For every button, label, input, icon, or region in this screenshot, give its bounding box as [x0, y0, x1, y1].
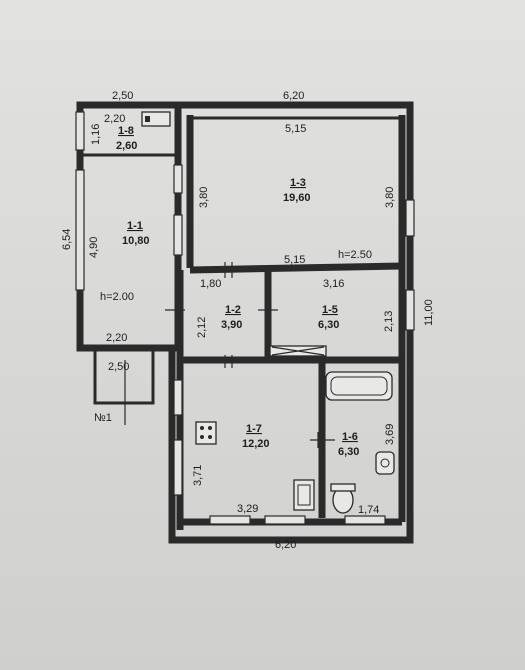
door-room15	[258, 300, 278, 320]
dim-top-left-width: 2,50	[112, 90, 133, 102]
window-room13-right	[405, 199, 415, 237]
window-room16-bottom	[344, 515, 386, 525]
porch	[93, 346, 155, 405]
dim-room12-height: 2,12	[196, 317, 208, 338]
room-1-1-area: 10,80	[122, 235, 150, 247]
dim-room17-height: 3,71	[192, 465, 204, 486]
dim-porch-width: 2,50	[108, 361, 129, 373]
room-1-1-id: 1-1	[127, 220, 143, 232]
sink-icon	[293, 479, 315, 511]
room-1-2-area: 3,90	[221, 319, 242, 331]
room-1-6-id: 1-6	[342, 431, 358, 443]
dim-room15-height: 2,13	[383, 311, 395, 332]
dim-room13-height-right: 3,80	[384, 187, 396, 208]
dim-room11-width-bottom: 2,20	[106, 332, 127, 344]
dim-room16-width-bottom: 1,74	[358, 504, 379, 516]
dim-overall-right-height: 11,00	[423, 299, 435, 326]
room-1-7-id: 1-7	[246, 423, 262, 435]
dim-room13-width-bottom: 5,15	[284, 254, 305, 266]
window-room18	[75, 111, 85, 151]
window-room17-bottom-2	[264, 515, 306, 525]
window-left-2	[173, 214, 183, 256]
room-1-3-id: 1-3	[290, 177, 306, 189]
main-outer-walls	[168, 101, 414, 544]
dim-room17-width-bottom: 3,29	[237, 503, 258, 515]
window-room15-right	[405, 289, 415, 331]
window-room17-left	[173, 379, 183, 416]
room-1-5-id: 1-5	[322, 304, 338, 316]
boiler-icon	[141, 111, 171, 127]
room-1-7-area: 12,20	[242, 438, 270, 450]
door-room17	[224, 355, 233, 368]
washbasin-icon	[375, 451, 395, 475]
windows	[75, 111, 415, 525]
door-room16	[310, 432, 335, 448]
dim-room11-height: 4,90	[88, 237, 100, 258]
dim-room13-height-left: 3,80	[198, 187, 210, 208]
stove-icon	[195, 421, 217, 445]
window-room11	[75, 169, 85, 291]
dim-top-right-width: 6,20	[283, 90, 304, 102]
room-1-8-area: 2,60	[116, 140, 137, 152]
dim-room16-height: 3,69	[384, 424, 396, 445]
window-left-1	[173, 164, 183, 194]
dim-bottom-width: 6,20	[275, 539, 296, 551]
doors	[93, 262, 335, 448]
walls	[76, 101, 414, 544]
toilet-tank-icon	[330, 483, 356, 492]
dim-room18-width: 2,20	[104, 113, 125, 125]
room-1-2-id: 1-2	[225, 304, 241, 316]
room-1-8-id: 1-8	[118, 125, 134, 137]
room-1-6-area: 6,30	[338, 446, 359, 458]
ceiling-main: h=2.50	[338, 249, 372, 261]
dim-room15-width: 3,16	[323, 278, 344, 290]
dim-room12-width: 1,80	[200, 278, 221, 290]
boiler-icon-detail	[145, 116, 150, 122]
room13-bottom-wall	[189, 262, 403, 274]
bathtub-icon	[325, 371, 393, 401]
fixtures	[141, 111, 395, 514]
ceiling-room11: h=2.00	[100, 291, 134, 303]
dim-overall-left-height: 6,54	[61, 229, 73, 250]
room-1-5-area: 6,30	[318, 319, 339, 331]
window-room17-left-2	[173, 439, 183, 496]
beam-icon-cross	[271, 346, 325, 356]
room-1-3-area: 19,60	[283, 192, 311, 204]
window-room17-bottom	[209, 515, 251, 525]
dim-room13-width-top: 5,15	[285, 123, 306, 135]
dim-room18-height: 1,16	[90, 124, 102, 145]
door-room13	[224, 262, 233, 278]
entrance-label: №1	[94, 412, 112, 424]
labels: 2,50 6,20 2,20 1,16 5,15 1-8 2,60 1-3 19…	[61, 90, 435, 551]
